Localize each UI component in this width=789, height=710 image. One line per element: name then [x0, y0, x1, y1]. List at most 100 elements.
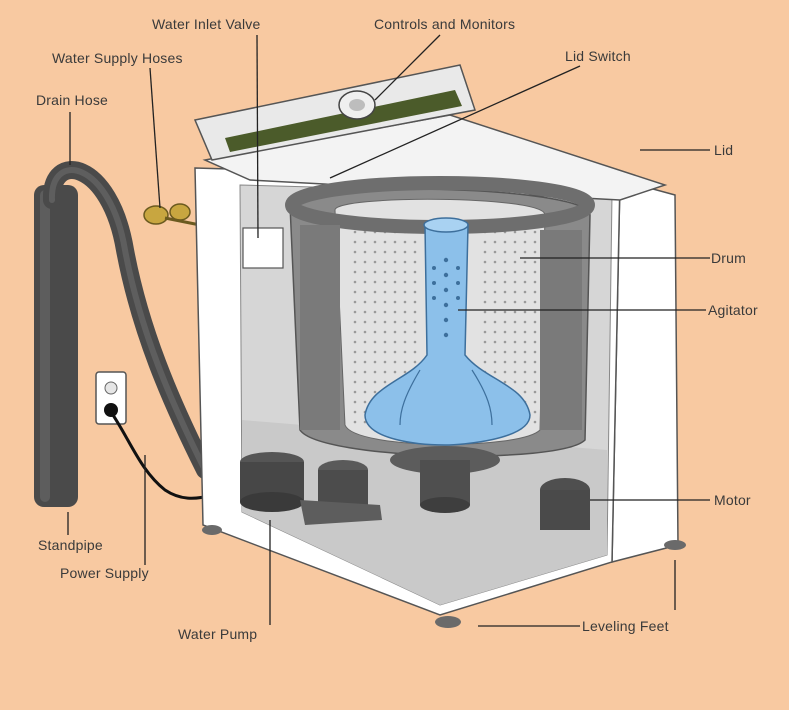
drum-perforation	[403, 270, 407, 274]
drum-perforation	[373, 300, 377, 304]
drum-perforation	[363, 320, 367, 324]
drum-perforation	[403, 360, 407, 364]
drum-perforation	[393, 270, 397, 274]
drum-perforation	[393, 320, 397, 324]
drum-perforation	[403, 290, 407, 294]
drum-perforation	[523, 270, 527, 274]
drum-perforation	[363, 280, 367, 284]
drum-perforation	[513, 370, 517, 374]
drum-perforation	[353, 240, 357, 244]
drum-perforation	[533, 310, 537, 314]
tub-right-wall	[540, 230, 582, 430]
drum-perforation	[353, 340, 357, 344]
drum-perforation	[373, 360, 377, 364]
drum-perforation	[523, 320, 527, 324]
drum-perforation	[493, 320, 497, 324]
drum-perforation	[363, 230, 367, 234]
drum-perforation	[353, 300, 357, 304]
drum-perforation	[353, 310, 357, 314]
drum-perforation	[533, 420, 537, 424]
drum-perforation	[533, 260, 537, 264]
drum-perforation	[393, 330, 397, 334]
drum-perforation	[403, 340, 407, 344]
drum-perforation	[413, 260, 417, 264]
drum-perforation	[373, 380, 377, 384]
drum-perforation	[393, 370, 397, 374]
drum-perforation	[533, 350, 537, 354]
drum-perforation	[363, 340, 367, 344]
drum-perforation	[503, 260, 507, 264]
drum-perforation	[483, 290, 487, 294]
drum-perforation	[413, 300, 417, 304]
drum-perforation	[373, 390, 377, 394]
drum-perforation	[513, 230, 517, 234]
drum-perforation	[523, 280, 527, 284]
drum-perforation	[353, 400, 357, 404]
drum-perforation	[363, 390, 367, 394]
drum-perforation	[513, 300, 517, 304]
drum-perforation	[353, 370, 357, 374]
drum-perforation	[383, 380, 387, 384]
drum-perforation	[503, 250, 507, 254]
drum-perforation	[413, 240, 417, 244]
drum-perforation	[353, 250, 357, 254]
drum-perforation	[353, 270, 357, 274]
drum-perforation	[383, 260, 387, 264]
drum-perforation	[353, 260, 357, 264]
drum-perforation	[513, 280, 517, 284]
drum-perforation	[523, 300, 527, 304]
drum-perforation	[513, 340, 517, 344]
drum-perforation	[533, 410, 537, 414]
drum-perforation	[383, 280, 387, 284]
drum-perforation	[533, 240, 537, 244]
drum-perforation	[493, 240, 497, 244]
drum-perforation	[363, 240, 367, 244]
drum-perforation	[503, 330, 507, 334]
drum-perforation	[363, 260, 367, 264]
drum-perforation	[523, 290, 527, 294]
drum-perforation	[493, 330, 497, 334]
drum-perforation	[373, 240, 377, 244]
drum-perforation	[353, 230, 357, 234]
drum-perforation	[393, 250, 397, 254]
label-motor: Motor	[714, 492, 751, 508]
drum-perforation	[523, 310, 527, 314]
drum-perforation	[363, 370, 367, 374]
drum-perforation	[483, 240, 487, 244]
drum-perforation	[373, 290, 377, 294]
drum-perforation	[383, 330, 387, 334]
drum-perforation	[383, 370, 387, 374]
drum-perforation	[503, 280, 507, 284]
drum-perforation	[513, 320, 517, 324]
drum-perforation	[533, 340, 537, 344]
drum-perforation	[483, 280, 487, 284]
drum-perforation	[523, 340, 527, 344]
drum-perforation	[533, 320, 537, 324]
drum-perforation	[393, 290, 397, 294]
drum-perforation	[353, 420, 357, 424]
drum-perforation	[503, 340, 507, 344]
drum-perforation	[353, 360, 357, 364]
drum-perforation	[513, 360, 517, 364]
drum-perforation	[523, 390, 527, 394]
drum-perforation	[533, 250, 537, 254]
drum-perforation	[513, 290, 517, 294]
drum-perforation	[373, 340, 377, 344]
drum-perforation	[503, 350, 507, 354]
drum-perforation	[403, 260, 407, 264]
water-inlet-valve-graphic	[242, 227, 284, 269]
drum-perforation	[513, 310, 517, 314]
drum-perforation	[413, 360, 417, 364]
drum-perforation	[413, 250, 417, 254]
drum-perforation	[503, 370, 507, 374]
drum-perforation	[403, 310, 407, 314]
drum-perforation	[383, 250, 387, 254]
drum-perforation	[393, 240, 397, 244]
drum-perforation	[393, 360, 397, 364]
drum-perforation	[413, 350, 417, 354]
drum-perforation	[503, 240, 507, 244]
label-water-pump: Water Pump	[178, 626, 258, 642]
drum-perforation	[523, 240, 527, 244]
drum-perforation	[533, 300, 537, 304]
